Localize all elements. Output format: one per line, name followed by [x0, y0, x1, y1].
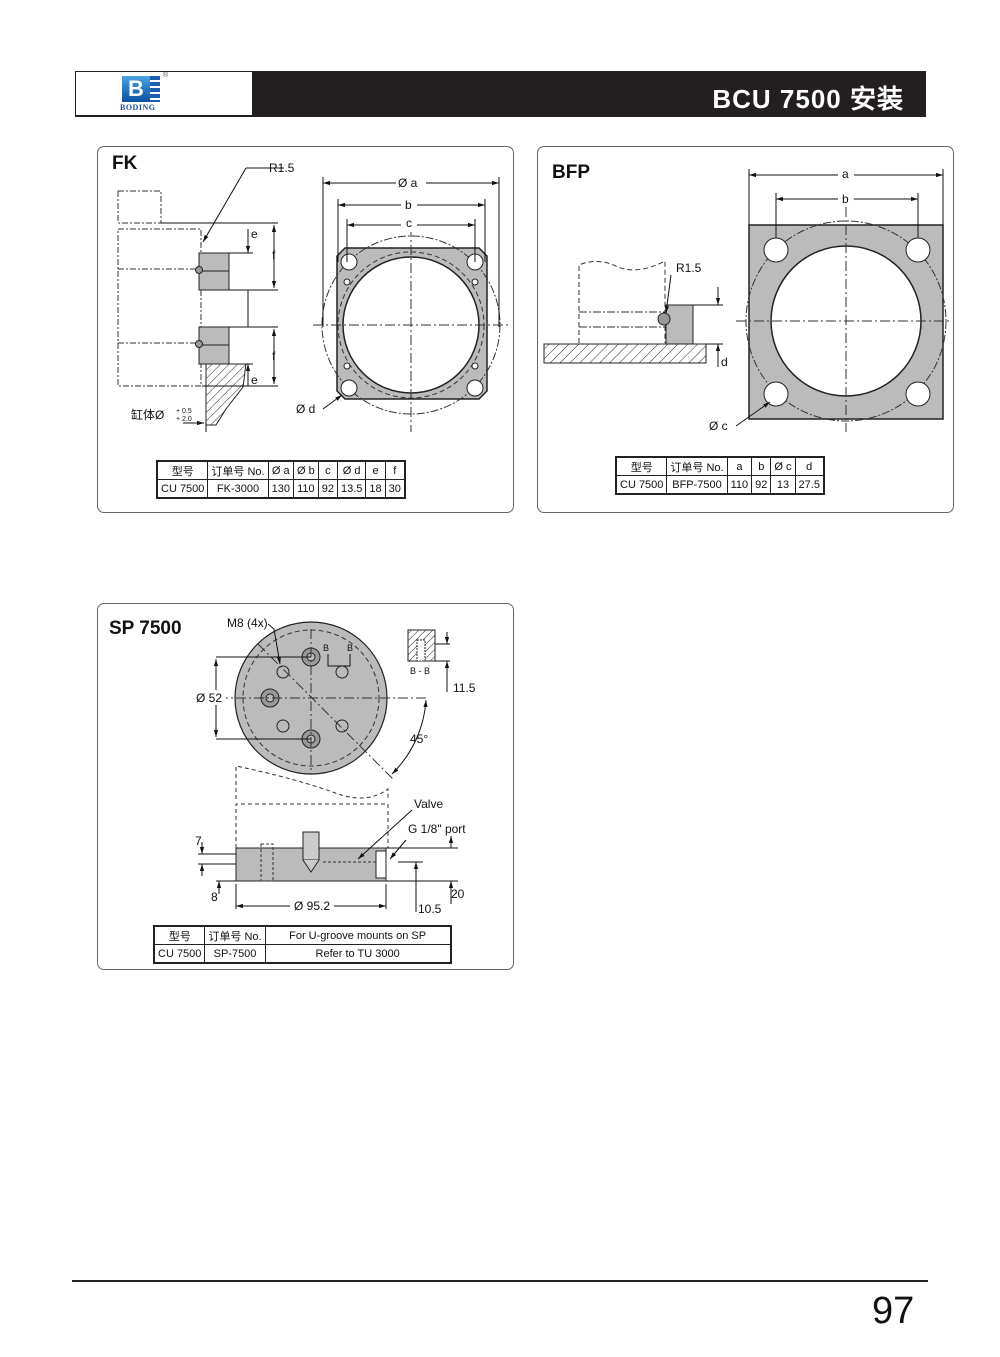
- logo: B ® BODING: [76, 72, 252, 115]
- svg-text:f: f: [272, 349, 276, 363]
- sp-spec-table: 型号订单号 No.For U-groove mounts on SP CU 75…: [153, 925, 452, 964]
- footer-divider: [72, 1280, 928, 1282]
- svg-text:11.5: 11.5: [453, 681, 476, 695]
- fk-a-label: Ø a: [398, 176, 418, 190]
- page-title: BCU 7500 安装: [712, 84, 904, 114]
- logo-text: BODING: [120, 103, 156, 112]
- logo-gear-icon: [150, 76, 160, 102]
- sp-m8-label: M8 (4x): [227, 616, 268, 630]
- bfp-c-label: Ø c: [709, 419, 728, 433]
- fk-panel: R1.5 e f f e 缸体Ø + 0.5 + 2.0 Ø a: [97, 146, 514, 513]
- logo-b-icon: B: [122, 76, 150, 102]
- svg-text:b: b: [842, 192, 849, 206]
- sp-drawing: Ø 52 45° M8 (4x) B B B - B 11.5 Valve: [195, 616, 476, 916]
- sp-title: SP 7500: [109, 618, 182, 639]
- table-header-row: 型号订单号 No.For U-groove mounts on SP: [153, 925, 452, 945]
- sp-valve-label: Valve: [414, 797, 443, 811]
- sp-d52-label: Ø 52: [196, 691, 222, 705]
- svg-text:e: e: [251, 373, 258, 387]
- svg-text:20: 20: [451, 887, 465, 901]
- fk-bore-label: 缸体Ø: [131, 407, 164, 422]
- fk-title: FK: [112, 153, 138, 174]
- sp-d952-label: Ø 95.2: [294, 899, 330, 913]
- svg-text:B: B: [347, 643, 353, 653]
- bfp-title: BFP: [552, 162, 590, 183]
- svg-text:10.5: 10.5: [418, 902, 442, 916]
- svg-text:+ 0.5: + 0.5: [176, 408, 192, 415]
- svg-text:8: 8: [211, 890, 218, 904]
- page-number: 97: [872, 1290, 915, 1332]
- svg-text:7: 7: [195, 834, 202, 848]
- bfp-r-label: R1.5: [676, 261, 702, 275]
- bfp-a-label: a: [842, 167, 849, 181]
- svg-text:B: B: [323, 643, 329, 653]
- svg-text:b: b: [405, 198, 412, 212]
- fk-r-label: R1.5: [269, 161, 295, 175]
- sp-panel: Ø 52 45° M8 (4x) B B B - B 11.5 Valve: [97, 603, 514, 970]
- svg-text:45°: 45°: [410, 732, 428, 746]
- svg-text:B - B: B - B: [410, 666, 430, 676]
- svg-text:d: d: [721, 355, 728, 369]
- svg-text:e: e: [251, 227, 258, 241]
- bfp-drawing: R1.5 d a b Ø c: [543, 167, 950, 433]
- svg-text:c: c: [406, 216, 412, 230]
- svg-text:+ 2.0: + 2.0: [176, 416, 192, 423]
- svg-text:f: f: [272, 248, 276, 262]
- sp-port-label: G 1/8" port: [408, 822, 466, 836]
- fk-d-label: Ø d: [296, 402, 315, 416]
- fk-drawing: R1.5 e f f e 缸体Ø + 0.5 + 2.0 Ø a: [117, 161, 508, 432]
